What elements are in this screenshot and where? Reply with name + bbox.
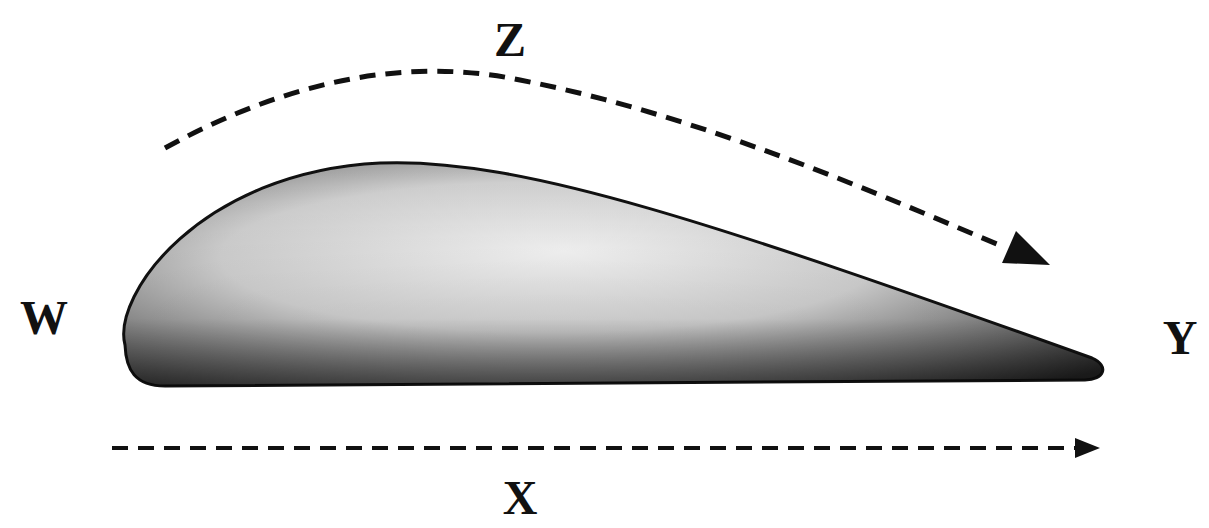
lower-flow-arrowhead — [1075, 438, 1100, 458]
part-label: W — [20, 294, 68, 342]
upper-flow-arrowhead — [1002, 231, 1050, 265]
part-label: Z — [494, 16, 526, 64]
lower-flow-path — [112, 446, 1078, 450]
part-label: Y — [1163, 314, 1198, 362]
airfoil-shape — [124, 163, 1103, 386]
airfoil-shading — [124, 163, 1103, 386]
upper-flow-path — [165, 71, 1004, 247]
part-label: X — [503, 474, 538, 522]
